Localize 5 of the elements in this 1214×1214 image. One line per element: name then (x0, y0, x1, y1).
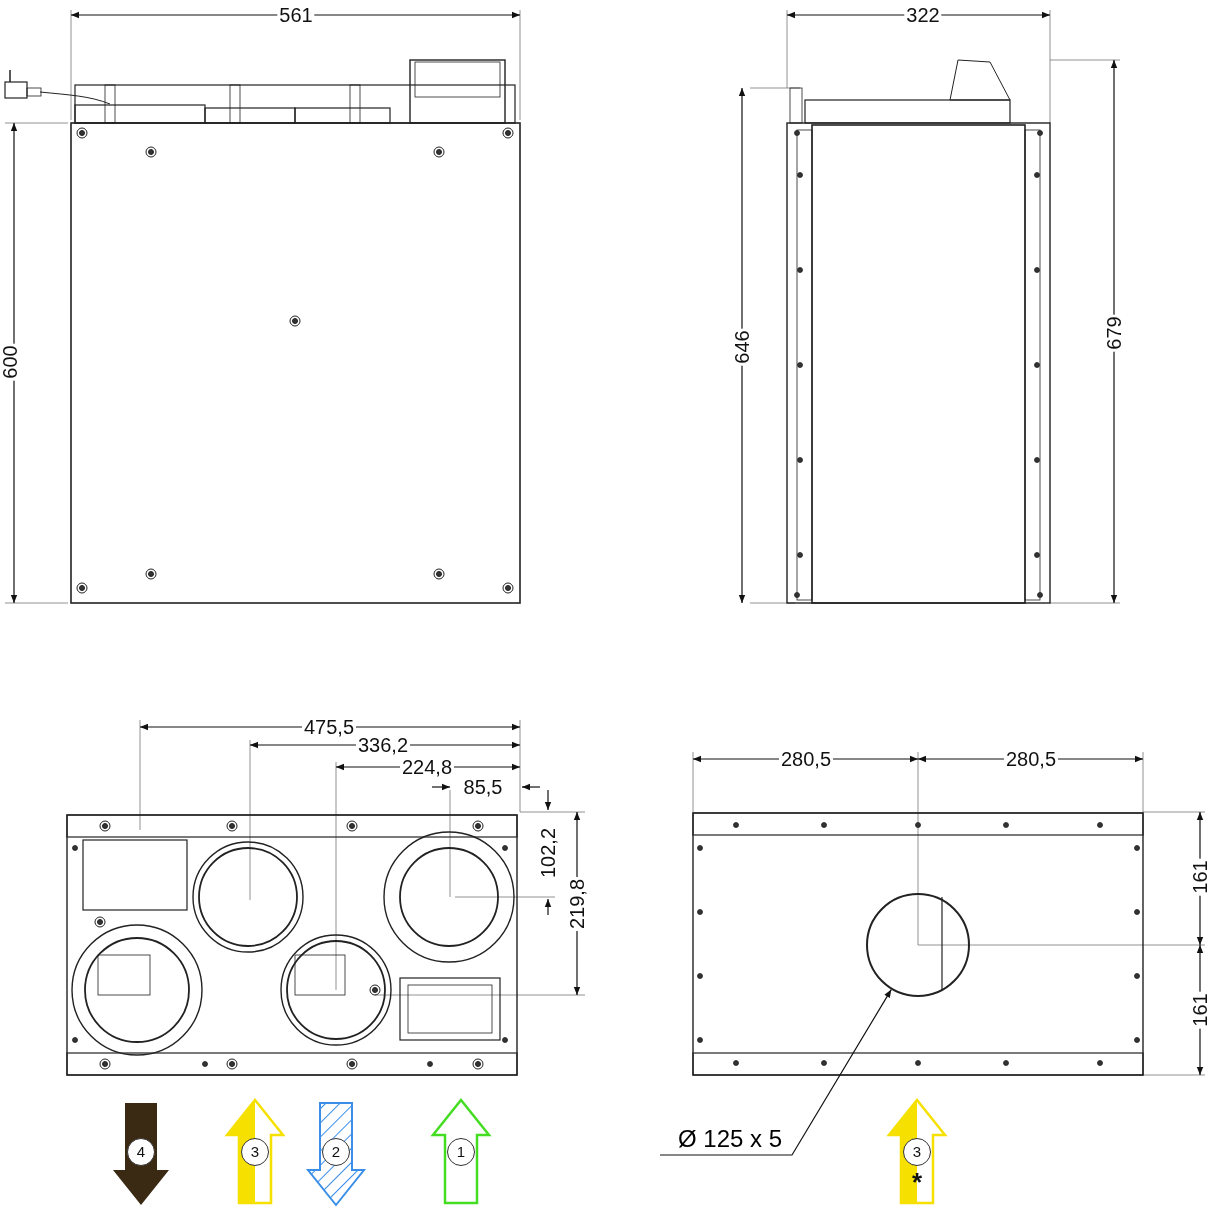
asterisk-note: * (910, 1171, 924, 1193)
leader-line (659, 989, 892, 1156)
diameter-label: Ø 125 x 5 (668, 1125, 792, 1153)
duct-spigot (866, 893, 970, 997)
callout-number: 1 (447, 1138, 475, 1166)
